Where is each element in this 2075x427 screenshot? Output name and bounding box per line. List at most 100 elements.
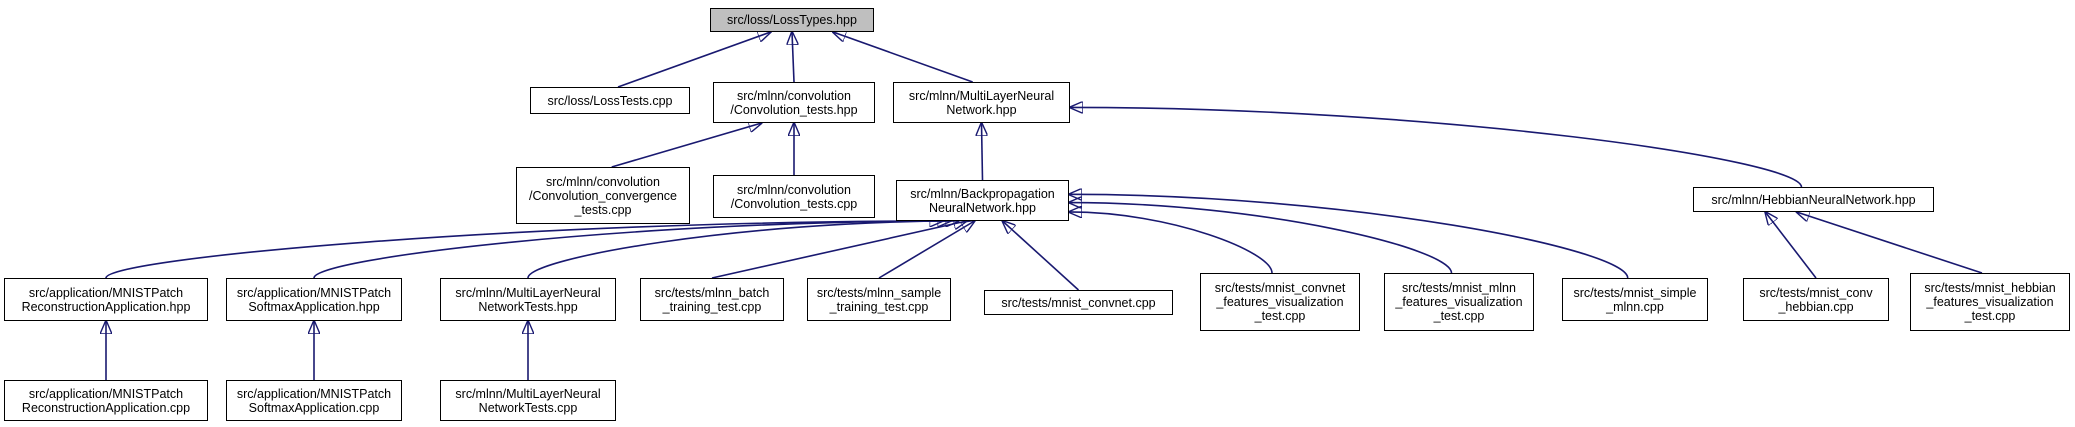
node-label-line: _features_visualization xyxy=(1395,295,1523,309)
node-label: src/tests/mnist_convnet_features_visuali… xyxy=(1215,281,1346,323)
node-label-line: src/tests/mnist_simple xyxy=(1573,285,1697,300)
node-label-line: _training_test.cpp xyxy=(662,299,762,314)
edge-mlnn-hpp-to-losstypes xyxy=(833,32,973,83)
node-label-line: ReconstructionApplication.cpp xyxy=(21,400,191,415)
node-label-line: NeuralNetwork.hpp xyxy=(929,200,1036,215)
node-label-line: /Convolution_convergence xyxy=(528,188,678,203)
node-label-line: _test.cpp xyxy=(1254,309,1306,323)
node-label-line: src/tests/mnist_hebbian xyxy=(1924,281,2056,295)
node-label-line: src/application/MNISTPatch xyxy=(236,285,392,300)
node-mlnn-sample[interactable]: src/tests/mlnn_sample_training_test.cpp xyxy=(807,278,951,321)
node-label-line: src/mlnn/Backpropagation xyxy=(910,186,1055,201)
node-label-line: _test.cpp xyxy=(1433,309,1485,323)
edge-conv-convergence-to-conv-tests-hpp xyxy=(611,123,762,168)
node-losstests[interactable]: src/loss/LossTests.cpp xyxy=(530,87,690,114)
node-label-line: ReconstructionApplication.hpp xyxy=(21,299,191,314)
node-label-line: src/mlnn/HebbianNeuralNetwork.hpp xyxy=(1711,192,1916,207)
node-label: src/loss/LossTypes.hpp xyxy=(727,13,857,27)
node-label: src/loss/LossTests.cpp xyxy=(547,94,672,108)
node-label: src/tests/mnist_simple_mlnn.cpp xyxy=(1574,286,1697,314)
node-conv-tests-hpp[interactable]: src/mlnn/convolution/Convolution_tests.h… xyxy=(713,82,875,123)
node-label-line: src/tests/mnist_mlnn xyxy=(1402,281,1516,295)
node-label-line: src/mlnn/convolution xyxy=(737,182,851,197)
node-label: src/mlnn/HebbianNeuralNetwork.hpp xyxy=(1711,193,1915,207)
node-conv-hebbian[interactable]: src/tests/mnist_conv_hebbian.cpp xyxy=(1743,278,1889,321)
node-mlnn-vis[interactable]: src/tests/mnist_mlnn_features_visualizat… xyxy=(1384,273,1534,331)
node-label-line: src/tests/mlnn_batch xyxy=(654,285,770,300)
node-label-line: _hebbian.cpp xyxy=(1778,299,1854,314)
node-label-line: src/tests/mnist_conv xyxy=(1759,285,1873,300)
node-label-line: _tests.cpp xyxy=(574,202,632,217)
edge-mlnn-sample-to-bpnn-hpp xyxy=(878,221,975,279)
node-conv-convergence[interactable]: src/mlnn/convolution/Convolution_converg… xyxy=(516,167,690,224)
node-conv-tests-cpp[interactable]: src/mlnn/convolution/Convolution_tests.c… xyxy=(713,175,875,218)
node-label-line: src/mlnn/convolution xyxy=(737,88,851,103)
node-label-line: NetworkTests.cpp xyxy=(478,400,578,415)
edge-convnet-vis-to-bpnn-hpp xyxy=(1069,212,1273,274)
node-label: src/mlnn/convolution/Convolution_converg… xyxy=(529,175,677,217)
node-label-line: src/application/MNISTPatch xyxy=(28,285,184,300)
node-label-line: NetworkTests.hpp xyxy=(478,299,578,314)
node-label: src/tests/mnist_convnet.cpp xyxy=(1001,296,1155,310)
edge-mlnn-vis-to-bpnn-hpp xyxy=(1069,203,1453,274)
node-simple-mlnn[interactable]: src/tests/mnist_simple_mlnn.cpp xyxy=(1562,278,1708,321)
node-label: src/tests/mlnn_batch_training_test.cpp xyxy=(655,286,770,314)
node-label-line: src/tests/mnist_convnet xyxy=(1214,281,1346,295)
edge-hebbian-vis-to-hebbian-hpp xyxy=(1797,212,1983,274)
node-label: src/tests/mnist_mlnn_features_visualizat… xyxy=(1395,281,1522,323)
node-label-line: SoftmaxApplication.cpp xyxy=(248,400,380,415)
node-label: src/tests/mnist_conv_hebbian.cpp xyxy=(1759,286,1872,314)
node-label-line: _features_visualization xyxy=(1926,295,2054,309)
node-label-line: src/mlnn/convolution xyxy=(546,174,660,189)
node-mnist-convnet[interactable]: src/tests/mnist_convnet.cpp xyxy=(984,290,1173,315)
node-label-line: SoftmaxApplication.hpp xyxy=(248,299,380,314)
node-hebbian-vis[interactable]: src/tests/mnist_hebbian_features_visuali… xyxy=(1910,273,2070,331)
edge-mlnn-tests-hpp-to-bpnn-hpp xyxy=(527,221,959,279)
edge-bpnn-hpp-to-mlnn-hpp xyxy=(982,123,983,181)
node-label-line: src/application/MNISTPatch xyxy=(236,386,392,401)
edge-simple-mlnn-to-bpnn-hpp xyxy=(1069,194,1629,279)
edge-conv-hebbian-to-hebbian-hpp xyxy=(1765,212,1817,279)
edge-mlnn-batch-to-bpnn-hpp xyxy=(711,221,967,279)
edge-mnist-convnet-to-bpnn-hpp xyxy=(1003,221,1080,291)
node-label-line: /Convolution_tests.hpp xyxy=(730,102,858,117)
node-losstypes: src/loss/LossTypes.hpp xyxy=(710,8,874,32)
node-label-line: src/tests/mnist_convnet.cpp xyxy=(1001,295,1156,310)
node-mlnn-batch[interactable]: src/tests/mlnn_batch_training_test.cpp xyxy=(640,278,784,321)
node-label-line: src/loss/LossTypes.hpp xyxy=(727,13,857,27)
node-label-line: src/mlnn/MultiLayerNeural xyxy=(455,285,601,300)
node-label: src/tests/mnist_hebbian_features_visuali… xyxy=(1924,281,2055,323)
edge-softmax-hpp-to-bpnn-hpp xyxy=(313,221,951,279)
node-hebbian-hpp[interactable]: src/mlnn/HebbianNeuralNetwork.hpp xyxy=(1693,187,1934,212)
edge-recon-hpp-to-bpnn-hpp xyxy=(105,221,943,279)
node-label-line: src/mlnn/MultiLayerNeural xyxy=(908,88,1055,103)
node-convnet-vis[interactable]: src/tests/mnist_convnet_features_visuali… xyxy=(1200,273,1360,331)
node-label-line: _mlnn.cpp xyxy=(1606,299,1664,314)
edge-conv-tests-hpp-to-losstypes xyxy=(792,32,794,83)
node-label-line: /Convolution_tests.cpp xyxy=(730,196,858,211)
node-label: src/mlnn/convolution/Convolution_tests.c… xyxy=(731,183,857,211)
node-label-line: _test.cpp xyxy=(1964,309,2016,323)
node-label-line: src/tests/mlnn_sample xyxy=(816,285,942,300)
edge-hebbian-hpp-to-mlnn-hpp xyxy=(1070,107,1803,188)
node-label-line: Network.hpp xyxy=(946,102,1017,117)
node-label: src/tests/mlnn_sample_training_test.cpp xyxy=(817,286,941,314)
